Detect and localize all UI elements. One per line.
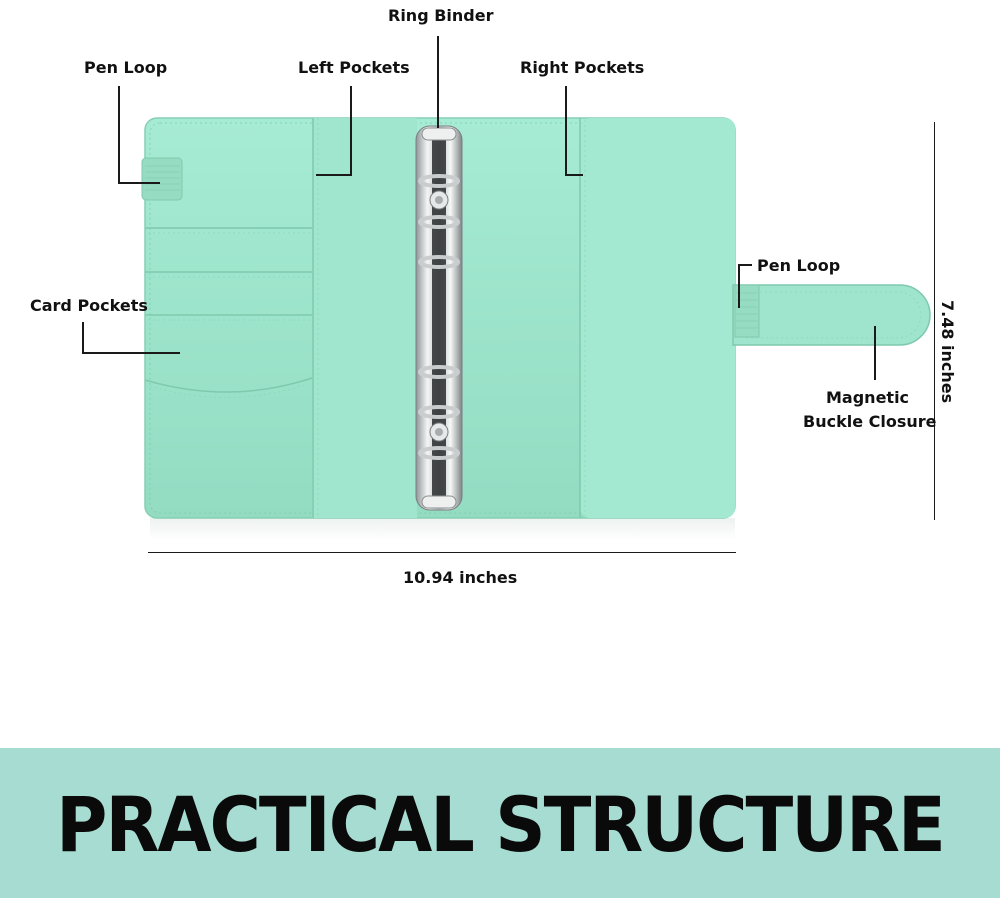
label-ring-binder: Ring Binder: [388, 6, 494, 25]
label-magnetic: Magnetic: [826, 388, 910, 407]
label-card-pockets: Card Pockets: [30, 296, 148, 315]
leader-pen-loop-right-h: [738, 264, 752, 266]
label-left-pockets: Left Pockets: [298, 58, 410, 77]
pen-loop-left: [141, 157, 183, 201]
label-pen-loop-left: Pen Loop: [84, 58, 168, 77]
left-pocket-panel: [312, 118, 417, 518]
height-dimension-line: [934, 122, 935, 520]
width-dimension-line: [148, 552, 736, 553]
leader-pen-loop-left-h: [118, 182, 160, 184]
height-dimension-label: 7.48 inches: [938, 300, 957, 404]
label-pen-loop-right: Pen Loop: [757, 256, 841, 275]
ring-binder-mechanism: [415, 125, 463, 511]
leader-magnetic: [874, 326, 876, 380]
card-pockets: [144, 227, 313, 398]
banner-title: PRACTICAL STRUCTURE: [56, 780, 946, 870]
leader-card-pockets-h: [82, 352, 180, 354]
leader-right-pockets: [565, 86, 567, 176]
leader-pen-loop-left: [118, 86, 120, 184]
leader-ring-binder: [437, 36, 439, 128]
label-buckle-closure: Buckle Closure: [803, 412, 937, 431]
width-dimension-label: 10.94 inches: [403, 568, 518, 587]
leader-left-pockets: [350, 86, 352, 176]
magnetic-strap: [732, 284, 931, 346]
right-pocket-panel: [580, 118, 735, 518]
leader-left-pockets-h: [316, 174, 352, 176]
title-banner: [0, 748, 1000, 898]
label-right-pockets: Right Pockets: [520, 58, 645, 77]
leader-pen-loop-right: [738, 264, 740, 308]
leader-right-pockets-h: [565, 174, 583, 176]
leader-card-pockets: [82, 322, 84, 354]
binder-shadow: [150, 518, 735, 540]
binder-illustration: [141, 117, 931, 540]
